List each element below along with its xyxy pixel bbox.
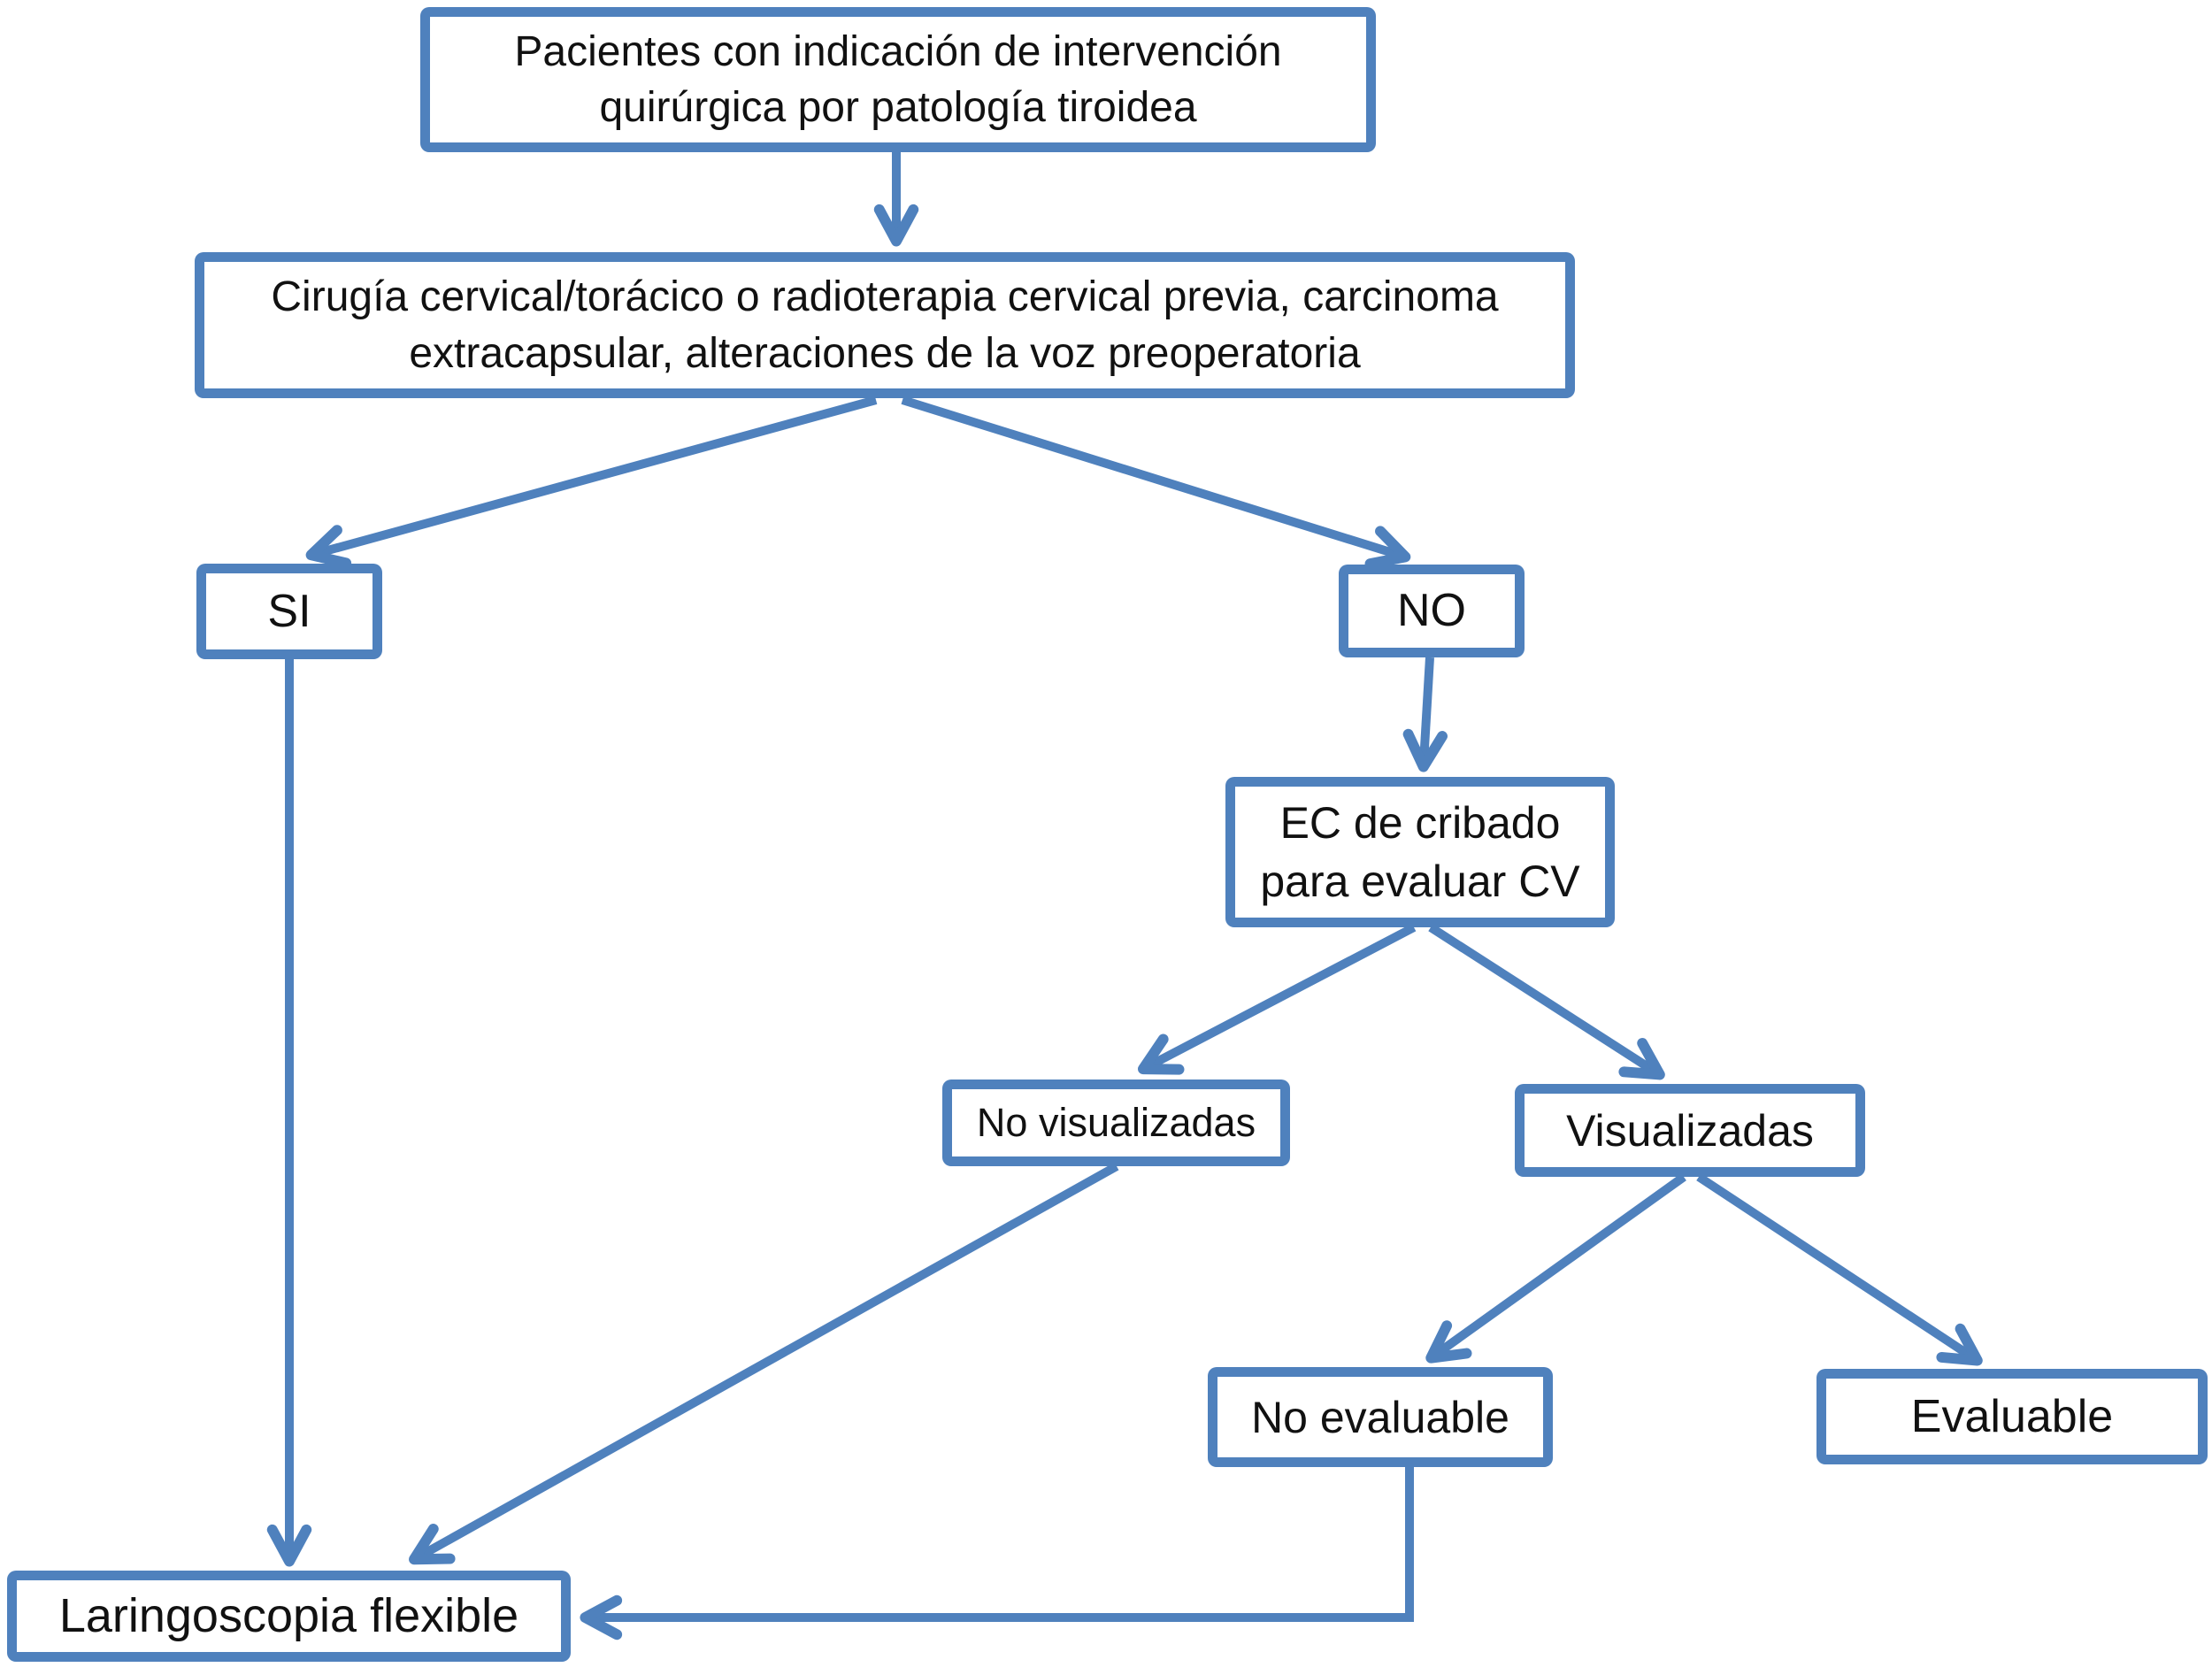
node-patients-label: Pacientes con indicación de intervención… [514,27,1282,131]
edge-ec-cribado-to-visualizadas [1428,923,1665,1080]
edge-risk-factors-to-no [901,396,1411,570]
node-ec-cribado: EC de cribado para evaluar CV [1225,777,1615,927]
node-visualizadas: Visualizadas [1515,1084,1865,1177]
node-patients: Pacientes con indicación de intervención… [420,7,1376,152]
edge-visualizadas-to-no-evaluable [1425,1172,1686,1364]
node-ec-cribado-label: EC de cribado para evaluar CV [1260,798,1580,906]
node-no-evaluable: No evaluable [1208,1367,1553,1467]
edge-risk-factors-to-si [305,396,878,569]
node-no-visualizadas: No visualizadas [942,1080,1290,1166]
node-laringoscopia-label: Laringoscopia flexible [58,1588,519,1642]
node-si-label: SI [267,585,311,637]
edge-no-to-ec-cribado [1402,657,1448,772]
edge-no-visualizadas-to-laringoscopia [409,1162,1119,1565]
node-laringoscopia: Laringoscopia flexible [7,1571,571,1662]
node-si: SI [196,564,382,659]
node-visualizadas-label: Visualizadas [1566,1105,1814,1156]
node-no-label: NO [1397,585,1466,637]
edge-ec-cribado-to-no-visualizadas [1137,923,1417,1075]
node-no: NO [1339,565,1525,657]
node-risk-factors: Cirugía cervical/torácico o radioterapia… [195,252,1575,398]
node-evaluable-label: Evaluable [1910,1390,2114,1442]
node-no-visualizadas-label: No visualizadas [976,1100,1256,1146]
node-no-evaluable-label: No evaluable [1251,1392,1509,1442]
edge-visualizadas-to-evaluable [1696,1172,1983,1366]
node-risk-factors-label: Cirugía cervical/torácico o radioterapia… [271,273,1499,377]
node-evaluable: Evaluable [1816,1369,2208,1464]
edge-no-evaluable-to-laringoscopia [580,1467,1414,1640]
